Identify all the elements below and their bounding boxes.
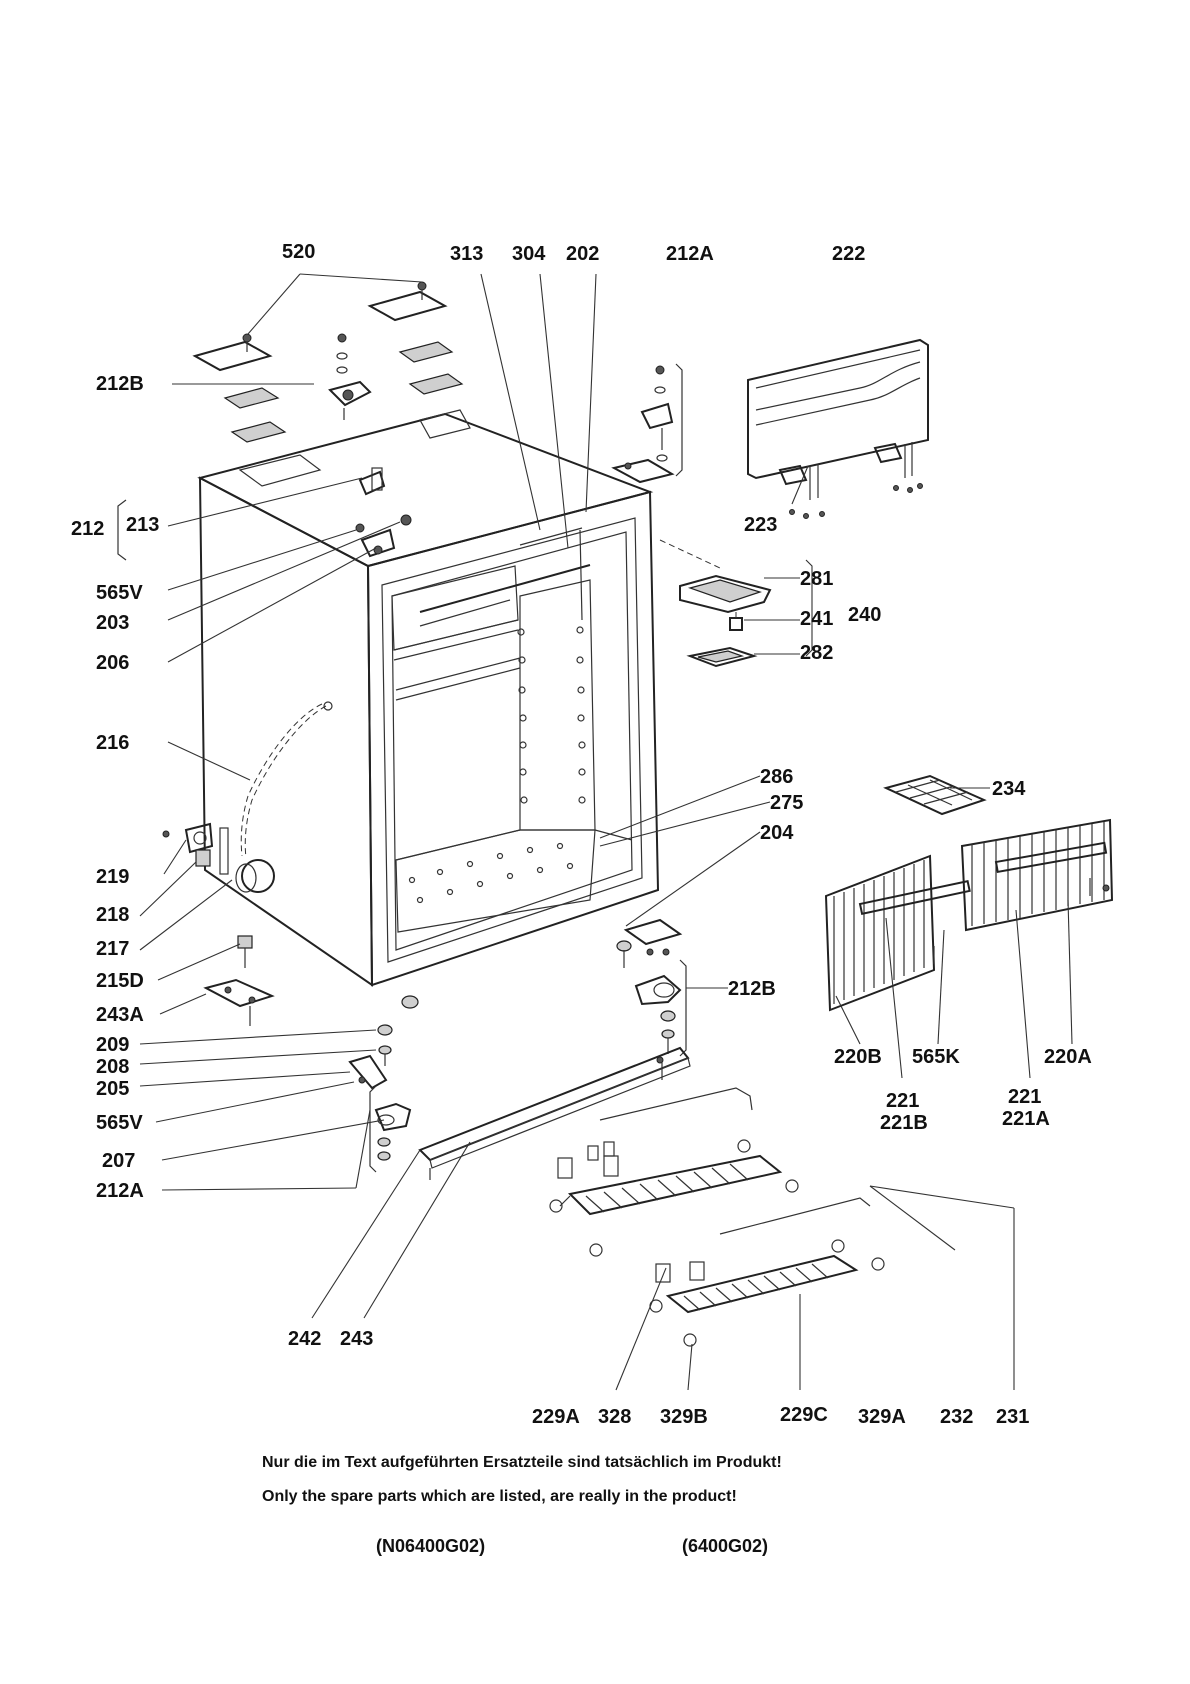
lower-right-hinge	[616, 918, 687, 1057]
thermostat-light-assembly	[659, 539, 772, 668]
upper-left-hinge-parts	[355, 467, 412, 558]
label-216: 216	[96, 732, 130, 754]
label-212a-top: 212A	[666, 243, 714, 265]
label-231: 231	[996, 1406, 1030, 1428]
label-213: 213	[126, 514, 160, 536]
label-203: 203	[96, 612, 130, 634]
label-220a: 220A	[1044, 1046, 1092, 1068]
shelf-support-holes	[408, 626, 586, 904]
label-220b: 220B	[834, 1046, 882, 1068]
label-275: 275	[770, 792, 804, 814]
label-217: 217	[96, 938, 130, 960]
label-208: 208	[96, 1056, 130, 1078]
label-221-first: 221	[886, 1090, 920, 1112]
label-565v-bottom: 565V	[96, 1112, 143, 1134]
evaporator-fins	[824, 818, 1114, 1012]
top-right-hinge	[611, 363, 683, 484]
label-212: 212	[71, 518, 105, 540]
label-242: 242	[288, 1328, 322, 1350]
label-221b: 221B	[880, 1112, 928, 1134]
label-328: 328	[598, 1406, 632, 1428]
label-207: 207	[102, 1150, 136, 1172]
label-229c: 229C	[780, 1404, 828, 1426]
label-232: 232	[940, 1406, 974, 1428]
label-304: 304	[512, 243, 546, 265]
group-bracket-212	[117, 499, 127, 561]
label-313: 313	[450, 243, 484, 265]
label-565v-top: 565V	[96, 582, 143, 604]
label-219: 219	[96, 866, 130, 888]
side-wall-parts	[162, 701, 333, 1026]
label-565k: 565K	[912, 1046, 960, 1068]
spare-parts-note-english: Only the spare parts which are listed, a…	[262, 1488, 737, 1505]
label-212b-bottom: 212B	[728, 978, 776, 1000]
label-209: 209	[96, 1034, 130, 1056]
label-221a: 221A	[1002, 1108, 1050, 1130]
lower-left-hinge-stack	[348, 995, 419, 1173]
wire-shelves	[549, 1087, 885, 1347]
freezer-door-flap	[747, 338, 929, 519]
label-229a: 229A	[532, 1406, 580, 1428]
label-212b-top: 212B	[96, 373, 144, 395]
model-code-left: (N06400G02)	[376, 1536, 486, 1556]
model-code-right: (6400G02)	[682, 1536, 769, 1556]
label-202: 202	[566, 243, 600, 265]
label-329a: 329A	[858, 1406, 906, 1428]
label-329b: 329B	[660, 1406, 708, 1428]
plinth-rail	[418, 1046, 691, 1180]
label-286: 286	[760, 766, 794, 788]
label-234: 234	[992, 778, 1026, 800]
label-281: 281	[800, 568, 834, 590]
label-520: 520	[282, 241, 316, 263]
top-cover-plates	[192, 281, 464, 443]
label-205: 205	[96, 1078, 130, 1100]
spare-parts-note-german: Nur die im Text aufgeführten Ersatzteile…	[262, 1454, 782, 1471]
label-240: 240	[848, 604, 882, 626]
label-221-second: 221	[1008, 1086, 1042, 1108]
ice-cube-tray	[883, 774, 987, 816]
label-204: 204	[760, 822, 794, 844]
label-243a: 243A	[96, 1004, 144, 1026]
cabinet-body	[197, 409, 660, 987]
label-212a-bottom: 212A	[96, 1180, 144, 1202]
label-223: 223	[744, 514, 778, 536]
label-282: 282	[800, 642, 834, 664]
label-241: 241	[800, 608, 834, 630]
label-218: 218	[96, 904, 130, 926]
label-243: 243	[340, 1328, 374, 1350]
leader-lines	[139, 273, 1073, 1391]
label-215d: 215D	[96, 970, 144, 992]
label-206: 206	[96, 652, 130, 674]
label-222: 222	[832, 243, 866, 265]
